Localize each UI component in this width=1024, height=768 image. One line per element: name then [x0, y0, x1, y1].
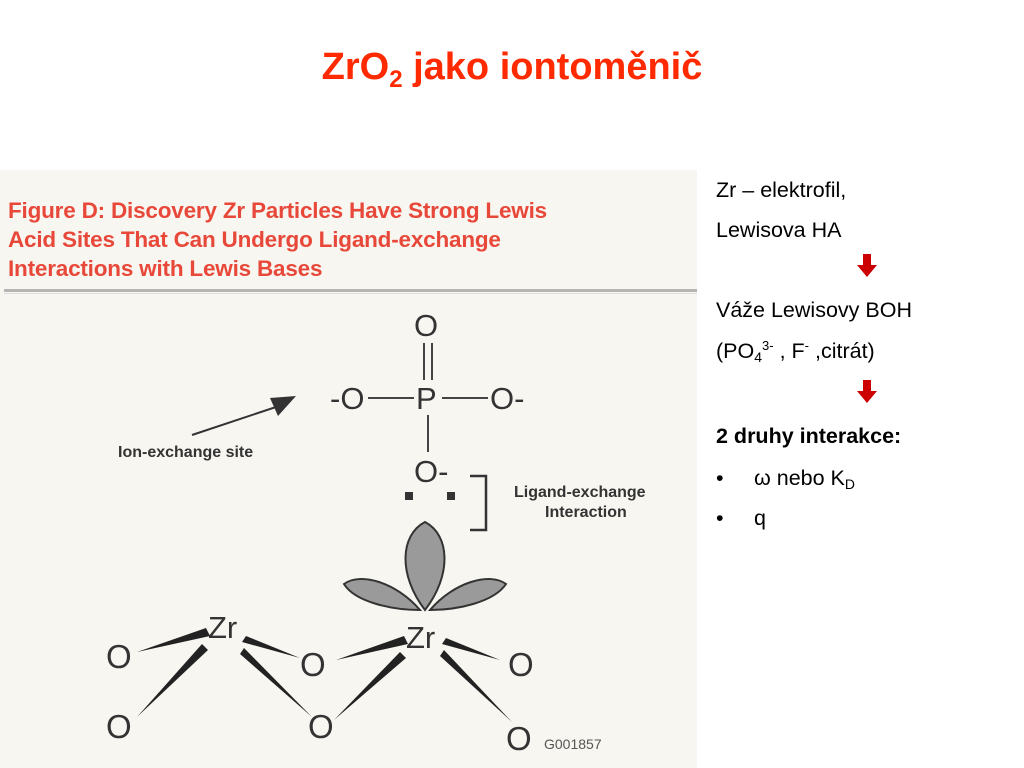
orbital-lobe-top [404, 520, 446, 612]
phosphate-o-bottom: O- [414, 454, 449, 489]
bullet-marker: • [716, 506, 724, 530]
zr-atom-right: Zr [406, 620, 436, 655]
bullet-marker: • [716, 466, 724, 490]
interactions-heading: 2 druhy interakce: [716, 424, 902, 448]
ligand-bracket [470, 474, 488, 532]
ligand-exchange-label-line2: Interaction [545, 504, 627, 521]
orbital-lobe-right [427, 578, 508, 612]
slide-title: ZrO2 jako iontoměnič [321, 46, 703, 93]
wedge-zr1-o3 [242, 636, 300, 658]
heading-divider [4, 289, 697, 292]
phosphate-p: P [416, 381, 437, 416]
wedge-zr1-o4 [240, 648, 312, 717]
wedge-zr1-o1 [137, 628, 210, 652]
heading-divider-shadow [4, 293, 697, 294]
lone-pair-dot-right [447, 492, 455, 500]
oxygen-atom: O [300, 646, 326, 683]
oxygen-atom: O [308, 708, 334, 745]
ligand-exchange-label-line1: Ligand-exchange [514, 484, 646, 501]
oxygen-atom: O [508, 646, 534, 683]
figure-heading-line-3: Interactions with Lewis Bases [8, 256, 323, 281]
orbital-lobe-left [342, 578, 423, 612]
wedge-zr2-o2 [334, 652, 406, 720]
side-line-3: Váže Lewisovy BOH [716, 298, 912, 322]
figure-heading-line-1: Figure D: Discovery Zr Particles Have St… [8, 198, 547, 223]
lone-pair-dot-left [405, 492, 413, 500]
side-line-4: (PO43- , F- ,citrát) [716, 338, 875, 365]
phosphate-o-top: O [414, 308, 439, 343]
down-arrow-icon [857, 380, 877, 403]
wedge-zr1-o2 [137, 644, 208, 717]
ion-exchange-arrow-head [270, 396, 296, 416]
side-line-2: Lewisova HA [716, 218, 842, 242]
oxygen-atom: O [106, 708, 132, 745]
diagram-graphics [4, 289, 697, 722]
side-line-1: Zr – elektrofil, [716, 178, 847, 202]
wedge-zr2-o1 [336, 636, 408, 660]
zr-lewis-acid-figure: Figure D: Discovery Zr Particles Have St… [0, 170, 697, 768]
figure-heading-line-2: Acid Sites That Can Undergo Ligand-excha… [8, 227, 501, 252]
oxygen-atom: O [506, 720, 532, 757]
ion-exchange-label: Ion-exchange site [118, 444, 254, 461]
figure-code: G001857 [544, 736, 602, 752]
phosphate-o-right: O- [490, 381, 525, 416]
wedge-zr2-o4 [440, 650, 512, 722]
down-arrow-icon [857, 254, 877, 277]
oxygen-atom: O [106, 638, 132, 675]
ion-exchange-arrow-shaft [191, 404, 283, 436]
zr-atom-left: Zr [208, 610, 238, 645]
phosphate-o-left: -O [330, 381, 365, 416]
wedge-zr2-o3 [442, 638, 500, 660]
